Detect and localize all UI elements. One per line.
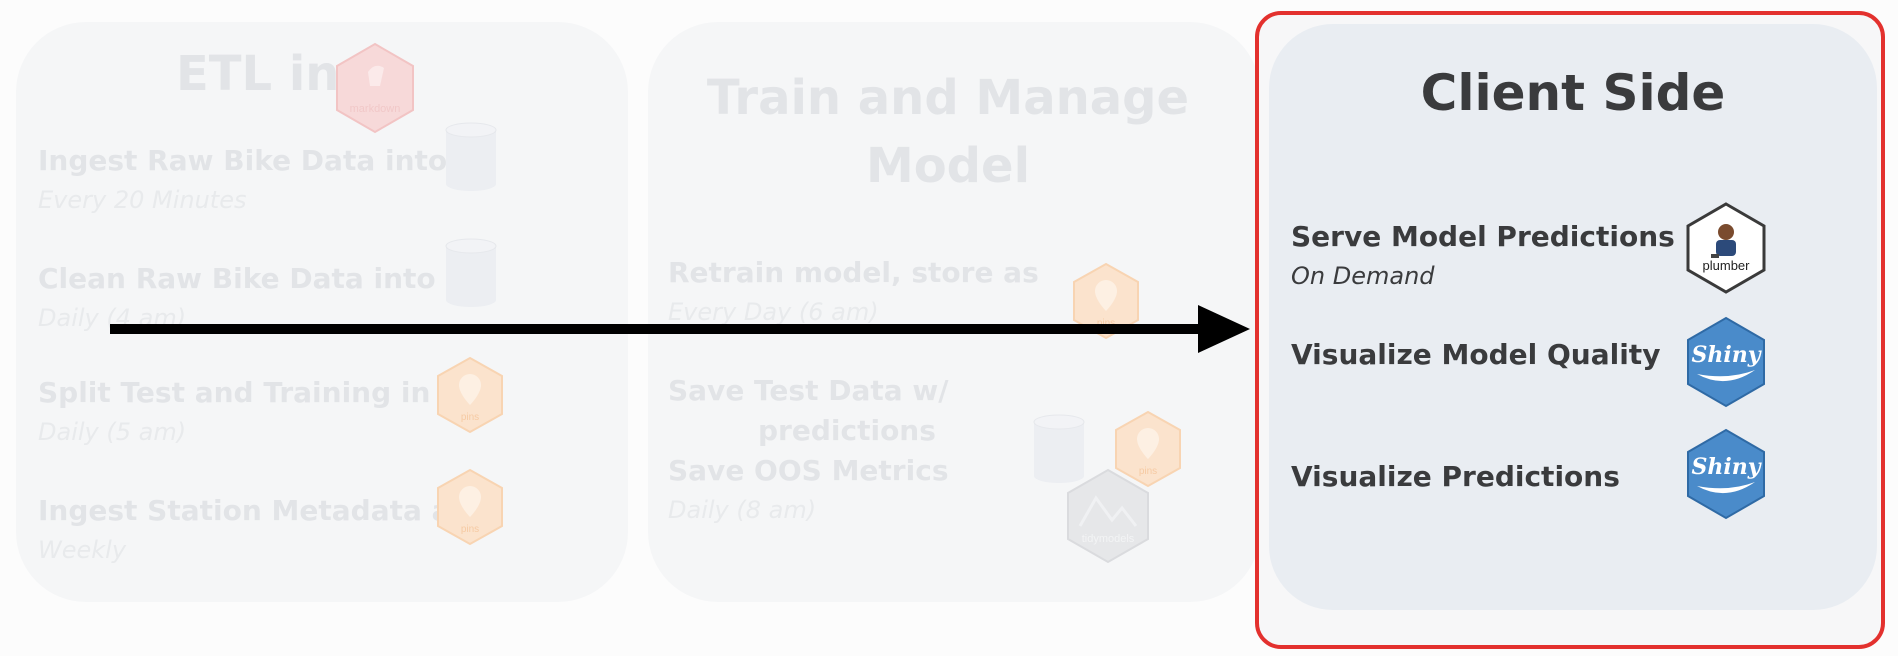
- tidymodels-label: tidymodels: [1082, 533, 1135, 545]
- plumber-label: plumber: [1703, 258, 1751, 273]
- client-step-3-title: Visualize Predictions: [1291, 460, 1620, 493]
- client-panel: Client Side Serve Model Predictions On D…: [1269, 24, 1877, 610]
- train-step-2-title-line2: predictions: [758, 414, 936, 447]
- etl-step-3-title: Split Test and Training in a: [38, 376, 460, 409]
- etl-step-4-title: Ingest Station Metadata as: [38, 494, 468, 527]
- tidymodels-hex-icon: tidymodels: [1067, 468, 1149, 564]
- train-step-3-sub: Daily (8 am): [668, 496, 817, 524]
- train-title: Train and Manage Model: [648, 64, 1248, 200]
- etl-panel: ETL in markdown Ingest Raw Bike Data int…: [16, 22, 628, 602]
- pins-label: pins: [461, 524, 479, 535]
- etl-step-1-sub: Every 20 Minutes: [38, 186, 247, 214]
- pins-hex-icon: pins: [1115, 410, 1181, 488]
- pins-hex-icon: pins: [437, 356, 503, 434]
- pins-label: pins: [1097, 318, 1115, 329]
- client-step-1-sub: On Demand: [1291, 262, 1435, 290]
- client-step-1-title: Serve Model Predictions: [1291, 220, 1675, 253]
- train-step-1-title: Retrain model, store as: [668, 256, 1039, 289]
- pins-hex-icon: pins: [1073, 262, 1139, 340]
- client-title: Client Side: [1420, 64, 1726, 122]
- etl-title: ETL in: [176, 46, 340, 102]
- database-icon: [1033, 414, 1085, 483]
- train-title-line1: Train and Manage: [706, 70, 1190, 126]
- pins-label: pins: [1139, 466, 1157, 477]
- train-panel: Train and Manage Model Retrain model, st…: [648, 22, 1260, 602]
- shiny-hex-icon: Shiny: [1687, 428, 1765, 520]
- shiny-label: Shiny: [1691, 454, 1762, 480]
- etl-step-4-sub: Weekly: [38, 536, 127, 564]
- etl-step-1-title: Ingest Raw Bike Data into: [38, 144, 448, 177]
- rmarkdown-hex-icon: markdown: [336, 42, 414, 134]
- client-step-2-title: Visualize Model Quality: [1291, 338, 1661, 371]
- train-title-line2: Model: [865, 138, 1031, 194]
- database-icon: [445, 122, 497, 191]
- pins-label: pins: [461, 412, 479, 423]
- train-step-2-title: Save Test Data w/: [668, 374, 949, 407]
- database-icon: [445, 238, 497, 307]
- train-step-3-title: Save OOS Metrics: [668, 454, 949, 487]
- etl-step-3-sub: Daily (5 am): [38, 418, 187, 446]
- etl-step-2-title: Clean Raw Bike Data into: [38, 262, 436, 295]
- rmarkdown-label: markdown: [350, 103, 401, 115]
- shiny-label: Shiny: [1691, 342, 1762, 368]
- train-step-1-sub: Every Day (6 am): [668, 298, 879, 326]
- pins-hex-icon: pins: [437, 468, 503, 546]
- plumber-hex-icon: plumber: [1686, 202, 1766, 294]
- shiny-hex-icon: Shiny: [1687, 316, 1765, 408]
